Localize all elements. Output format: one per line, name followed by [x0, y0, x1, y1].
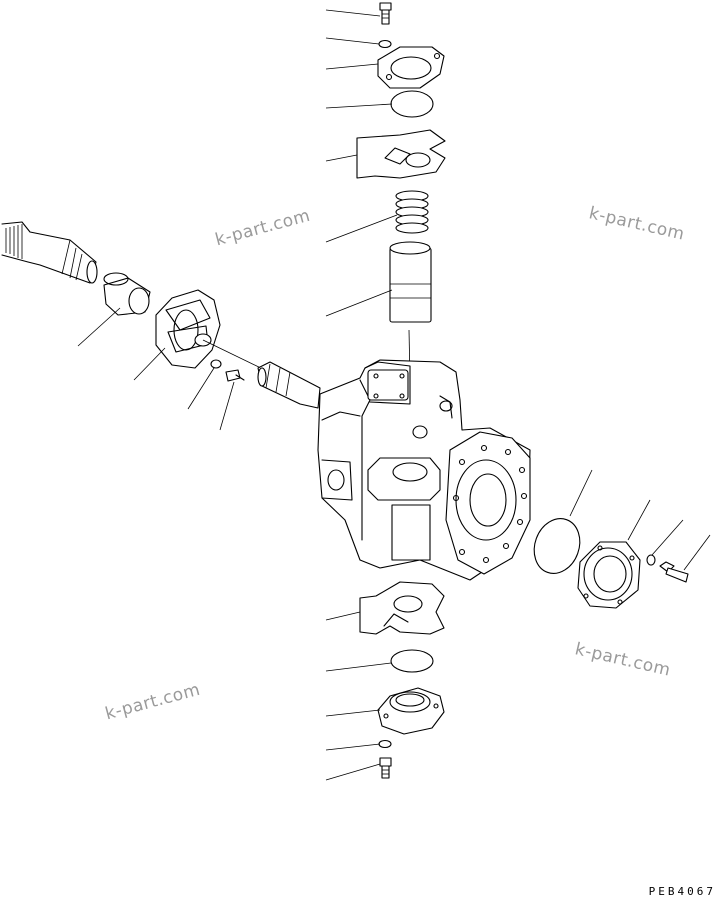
bottom-gasket	[359, 581, 445, 635]
impeller	[155, 289, 221, 369]
leader-lines	[77, 9, 711, 781]
bottom-washer	[378, 739, 392, 749]
leader-line	[325, 63, 379, 70]
drive-shaft	[1, 221, 98, 284]
top-flange-cover	[377, 46, 445, 89]
leader-line	[325, 9, 381, 17]
right-washer	[646, 554, 656, 566]
impeller-bolt	[225, 369, 245, 382]
leader-line	[325, 662, 392, 672]
leader-line	[187, 367, 215, 410]
bottom-o-ring	[390, 649, 434, 673]
leader-line	[77, 307, 121, 347]
leader-line	[325, 709, 381, 717]
right-cover	[577, 541, 641, 609]
leader-line	[325, 103, 393, 109]
top-bolt	[379, 2, 392, 25]
top-washer	[378, 39, 392, 49]
top-gasket	[356, 129, 446, 179]
leader-line	[651, 519, 684, 556]
leader-line	[325, 289, 393, 317]
top-piston	[389, 241, 432, 323]
leader-line	[569, 469, 593, 517]
leader-line	[325, 37, 380, 45]
bottom-bolt	[379, 757, 392, 779]
shaft-collar	[103, 272, 151, 316]
leader-line	[219, 381, 235, 431]
leader-line	[133, 347, 166, 381]
leader-line	[627, 499, 651, 541]
top-o-ring	[390, 90, 434, 118]
leader-line	[325, 214, 398, 243]
impeller-washer	[210, 359, 222, 369]
bottom-flange	[377, 687, 445, 735]
drawing-code: PEB4067	[648, 885, 716, 898]
leader-line	[683, 534, 711, 571]
right-o-ring	[533, 518, 581, 574]
leader-line	[325, 611, 361, 621]
leader-line	[325, 154, 358, 162]
output-shaft	[257, 361, 321, 409]
leader-line	[325, 763, 381, 781]
housing-flange	[445, 431, 531, 575]
impeller-axis-line	[202, 339, 266, 371]
right-bolt	[659, 561, 689, 583]
leader-line	[325, 743, 381, 751]
top-spring	[395, 190, 429, 234]
